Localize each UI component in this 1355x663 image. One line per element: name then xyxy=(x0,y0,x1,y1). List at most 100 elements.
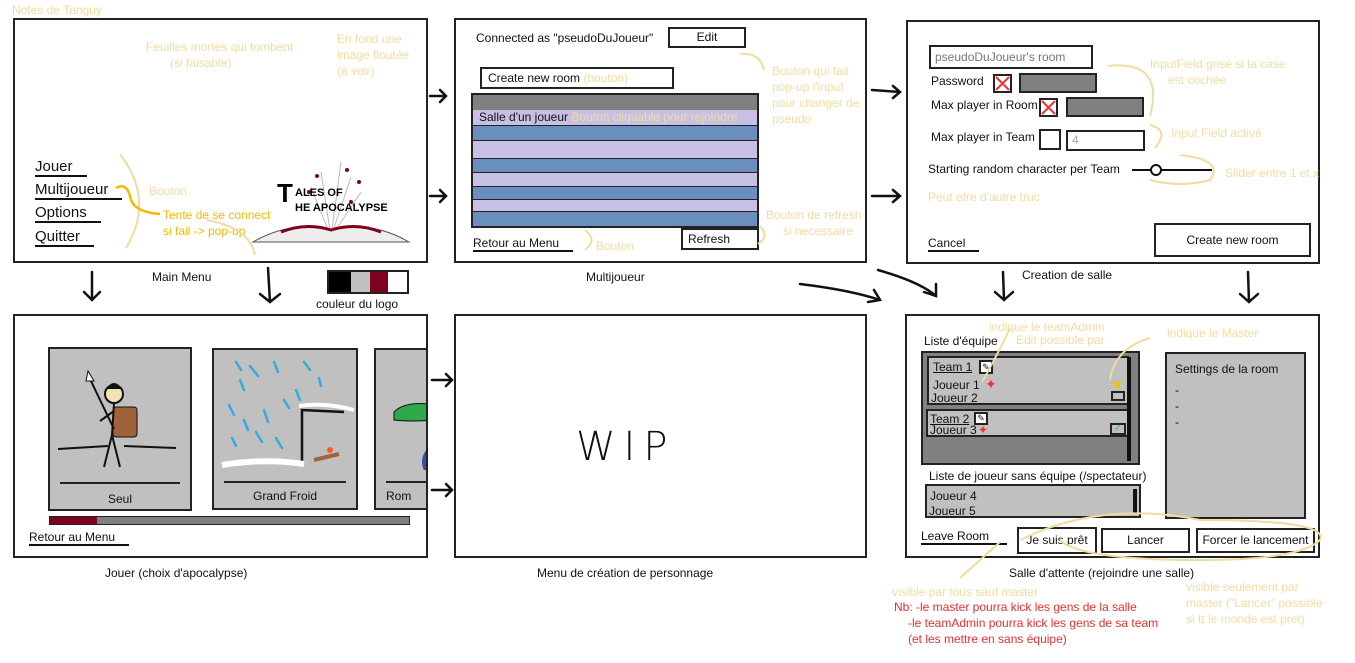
create-room-submit-button[interactable]: Create new room xyxy=(1154,223,1311,257)
menu-item-options[interactable]: Options xyxy=(35,204,101,223)
room-row[interactable] xyxy=(473,141,757,159)
note-create: (bouton) xyxy=(583,71,629,85)
spectator-list: Joueur 4 Joueur 5 xyxy=(925,484,1141,518)
note-more: Peut etre d'autre truc xyxy=(928,190,1040,204)
password-checkbox[interactable] xyxy=(993,74,1012,93)
scrollbar-thumb[interactable] xyxy=(50,517,97,524)
team-1: Team 1 ✎ Joueur 1 ✦ Joueur 2 ★ xyxy=(927,356,1129,405)
note-edit: Bouton qui fait xyxy=(772,64,849,78)
team-2: Team 2 ✎ Joueur 3 ✦ ✓ xyxy=(926,409,1130,437)
refresh-button[interactable]: Refresh xyxy=(681,228,759,250)
note-room: Bouton cliquable pour rejoindre xyxy=(571,110,738,124)
settings-list: - - - xyxy=(1175,382,1296,430)
menu-item-multijoueur[interactable]: Multijoueur xyxy=(35,181,123,200)
note-slider: Slider entre 1 et x xyxy=(1225,166,1320,180)
room-row[interactable]: Salle d'un joueur Bouton cliquable pour … xyxy=(473,110,757,126)
svg-text:T: T xyxy=(277,178,293,208)
leave-room-link[interactable]: Leave Room xyxy=(921,529,1008,545)
max-room-checkbox[interactable] xyxy=(1039,98,1058,117)
player-name: Joueur 1 xyxy=(933,378,980,392)
multiplayer-panel: Connected as "pseudoDuJoueur" Edit Creat… xyxy=(454,18,867,263)
apocalypse-card-rom[interactable]: Rom xyxy=(374,348,426,510)
svg-text:ALES OF: ALES OF xyxy=(295,187,343,199)
team-name: Team 1 xyxy=(933,360,973,374)
back-to-menu-link[interactable]: Retour au Menu xyxy=(473,236,574,252)
note-master-only: si tt le monde est pret) xyxy=(1186,612,1305,626)
card-title: Grand Froid xyxy=(224,481,346,503)
snow-illustration xyxy=(221,360,355,468)
ready-button[interactable]: Je suis prêt xyxy=(1017,527,1097,554)
edit-pseudo-button[interactable]: Edit xyxy=(668,27,746,48)
spectators-label: Liste de joueur sans équipe (/spectateur… xyxy=(929,469,1147,483)
note-connect2: si fail -> pop-up xyxy=(163,224,246,238)
room-row[interactable] xyxy=(473,212,757,226)
note-nb: (et les mettre en sans équipe) xyxy=(908,632,1067,646)
launch-button[interactable]: Lancer xyxy=(1101,528,1190,553)
note-refresh: Bouton de refresh xyxy=(766,208,862,222)
lobby-panel: Liste d'équipe Team 1 ✎ Joueur 1 ✦ Joueu… xyxy=(905,314,1320,558)
apocalypse-card-seul[interactable]: Seul xyxy=(48,347,192,511)
create-room-label: Create new room xyxy=(488,71,581,85)
max-room-input[interactable] xyxy=(1066,97,1144,117)
room-list: Salle d'un joueur Bouton cliquable pour … xyxy=(471,93,759,228)
note-greyed: InputField grisé si la case xyxy=(1150,57,1286,71)
game-logo: T ALES OF HE APOCALYPSE xyxy=(251,152,411,246)
note-nb: -le teamAdmin pourra kick les gens de sa… xyxy=(908,616,1159,630)
slider-knob[interactable] xyxy=(1150,164,1162,176)
logo-color-swatch xyxy=(327,270,409,294)
team-name: Team 2 xyxy=(930,412,970,426)
note-button: Bouton xyxy=(149,184,188,198)
slider-label: Starting random character per Team xyxy=(928,162,1120,176)
edit-team-icon[interactable]: ✎ xyxy=(979,360,993,374)
setting-item: - xyxy=(1175,399,1179,413)
ready-checkbox[interactable] xyxy=(1111,391,1125,401)
back-to-menu-link[interactable]: Retour au Menu xyxy=(29,530,130,546)
note-bg: (à voir) xyxy=(337,64,375,78)
max-room-label: Max player in Room xyxy=(931,98,1038,112)
settings-title: Settings de la room xyxy=(1175,362,1279,376)
author-note: Notes de Tanguy xyxy=(12,3,102,17)
room-row[interactable] xyxy=(473,159,757,173)
card-title: Seul xyxy=(60,482,180,506)
connected-as-label: Connected as "pseudoDuJoueur" xyxy=(476,31,654,45)
room-row[interactable] xyxy=(473,187,757,200)
menu-item-jouer[interactable]: Jouer xyxy=(35,158,87,177)
max-team-label: Max player in Team xyxy=(931,130,1035,144)
spectator-scrollbar[interactable] xyxy=(1133,489,1137,513)
note-edit: pop-up l'input xyxy=(772,80,844,94)
card-scrollbar[interactable] xyxy=(49,516,410,525)
max-team-input[interactable]: 4 xyxy=(1066,130,1145,151)
room-row[interactable] xyxy=(473,173,757,187)
room-row[interactable] xyxy=(473,200,757,212)
ready-check-icon[interactable]: ✓ xyxy=(1110,423,1126,435)
room-name-input[interactable] xyxy=(929,45,1093,69)
setting-item: - xyxy=(1175,415,1179,429)
note-edit: pseudo xyxy=(772,112,812,126)
edit-team-icon[interactable]: ✎ xyxy=(974,412,988,425)
team-list-scrollbar[interactable] xyxy=(1127,357,1131,461)
main-menu-caption: Main Menu xyxy=(152,270,212,284)
cancel-link[interactable]: Cancel xyxy=(928,236,980,252)
create-room-panel: Password Max player in Room Max player i… xyxy=(906,20,1320,264)
lobby-caption: Salle d'attente (rejoindre une salle) xyxy=(1009,566,1195,580)
create-room-button[interactable]: Create new room (bouton) xyxy=(480,67,674,89)
team-list-label: Liste d'équipe xyxy=(924,334,998,348)
cross-icon xyxy=(995,76,1010,91)
menu-item-quitter[interactable]: Quitter xyxy=(35,228,95,247)
note-master: indique le Master xyxy=(1167,326,1259,340)
note-bg: image floutée xyxy=(337,48,410,62)
password-input[interactable] xyxy=(1019,73,1097,93)
note-leaves: Feuilles mortes qui tombent xyxy=(146,40,294,54)
team-admin-icon: ✦ xyxy=(978,423,989,437)
cross-icon xyxy=(1041,100,1056,115)
logo-color-caption: couleur du logo xyxy=(316,297,399,311)
card-title: Rom xyxy=(386,481,426,503)
max-team-checkbox[interactable] xyxy=(1039,129,1061,150)
random-character-slider[interactable] xyxy=(1132,164,1212,176)
password-label: Password xyxy=(931,74,984,88)
apocalypse-card-grand-froid[interactable]: Grand Froid xyxy=(212,348,358,510)
room-row[interactable] xyxy=(473,126,757,141)
survivor-illustration xyxy=(57,369,177,468)
player-name: Joueur 2 xyxy=(931,391,978,405)
force-launch-button[interactable]: Forcer le lancement xyxy=(1196,528,1315,553)
